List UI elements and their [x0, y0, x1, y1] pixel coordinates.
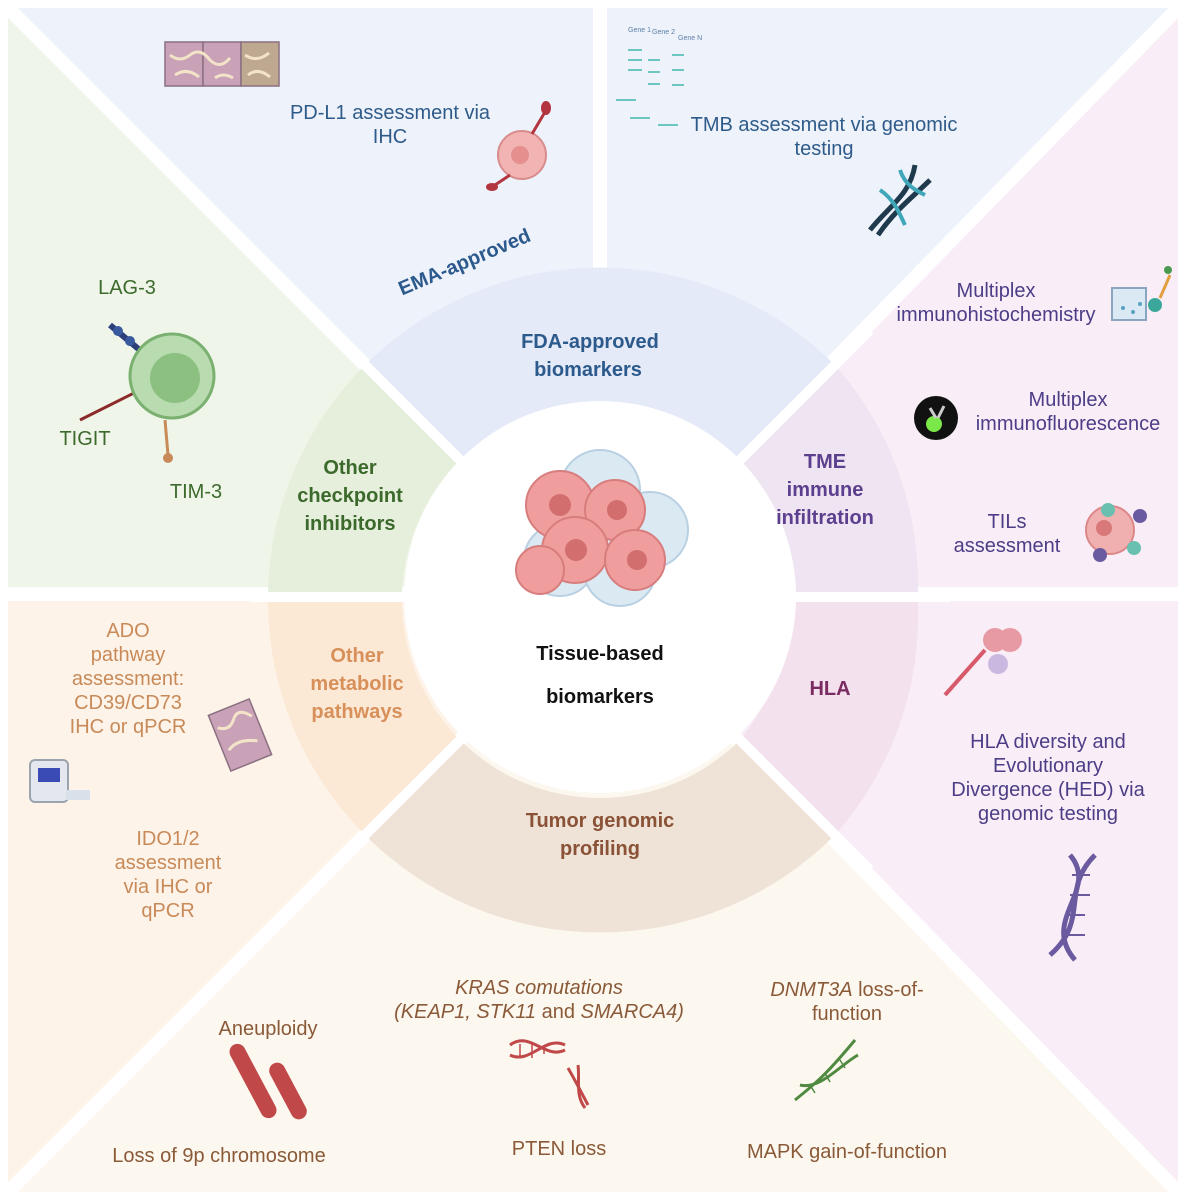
tils-label: TILs assessment: [954, 511, 1061, 557]
ido-line3: via IHC or: [124, 876, 213, 898]
lag3-label: LAG-3: [98, 277, 156, 299]
ring-segment-fda: [365, 267, 835, 460]
hla-molecule-icon: [943, 628, 1022, 697]
inner-ring: [250, 267, 950, 933]
kras-line2: (KEAP1, STK11 and SMARCA4): [394, 1001, 684, 1023]
tils-cells-icon: [1085, 503, 1147, 562]
multiplex-if-label: Multiplex immunofluorescence: [976, 389, 1161, 435]
kras-stk11: STK11: [476, 1001, 536, 1023]
ido-line4: qPCR: [141, 900, 194, 922]
ido-line2: assessment: [115, 852, 222, 874]
ring-label-fda: FDA-approved biomarkers: [521, 331, 659, 381]
mihc-line2: immunohistochemistry: [897, 304, 1096, 326]
hla-div-line4: genomic testing: [978, 803, 1118, 825]
tigit-label: TIGIT: [59, 428, 110, 450]
loss-9p-label: Loss of 9p chromosome: [112, 1145, 325, 1167]
mapk-label: MAPK gain-of-function: [747, 1141, 947, 1163]
fda-line2: biomarkers: [534, 359, 642, 381]
dna-icon-hla: [1048, 853, 1097, 962]
metabolic-line3: pathways: [311, 701, 402, 723]
center-title-line2: biomarkers: [546, 686, 654, 708]
pten-label: PTEN loss: [512, 1138, 606, 1160]
chromosome-icon: [229, 1043, 307, 1120]
kras-smarca4: SMARCA4): [581, 1001, 684, 1023]
ado-line4: CD39/CD73: [74, 692, 182, 714]
ado-line1: ADO: [106, 620, 149, 642]
gene-label-n: Gene N: [678, 35, 702, 42]
mif-line1: Multiplex: [1029, 389, 1108, 411]
fda-line1: FDA-approved: [521, 331, 659, 353]
dna-icon-tmb: [868, 164, 932, 237]
genomic-line1: Tumor genomic: [526, 810, 675, 832]
ring-label-metabolic: Other metabolic pathways: [310, 645, 403, 723]
tmb-line1: TMB assessment via genomic: [691, 114, 958, 136]
ado-line3: assessment:: [72, 668, 184, 690]
tme-line1: TME: [804, 451, 846, 473]
t-cell-icon: [79, 322, 216, 463]
hla-div-line3: Divergence (HED) via: [951, 779, 1145, 801]
ring-label-hla: HLA: [809, 678, 850, 700]
tumor-cell-pdl1-icon: [486, 101, 551, 191]
staining-bath-icon: [1111, 266, 1172, 321]
ihc-slide-icon: [207, 697, 273, 773]
kras-and: and: [536, 1001, 580, 1023]
dnmt3a-gene: DNMT3A: [770, 979, 852, 1001]
metabolic-line2: metabolic: [310, 673, 403, 695]
ring-segment-checkpoint: [268, 365, 460, 592]
ring-label-checkpoint: Other checkpoint inhibitors: [297, 457, 403, 535]
tim3-label: TIM-3: [170, 481, 222, 503]
ring-label-tme: TME immune infiltration: [776, 451, 874, 529]
checkpoint-line2: checkpoint: [297, 485, 403, 507]
pdl1-line1: PD-L1 assessment via: [290, 102, 491, 124]
ado-line2: pathway: [91, 644, 166, 666]
mihc-line1: Multiplex: [957, 280, 1036, 302]
gene-label-2: Gene 2: [652, 29, 675, 36]
aneuploidy-label: Aneuploidy: [219, 1018, 318, 1040]
kras-line1: KRAS comutations: [455, 977, 623, 999]
dnmt3a-line2: function: [812, 1003, 882, 1025]
tmb-line2: testing: [795, 138, 854, 160]
pdl1-line2: IHC: [373, 126, 407, 148]
metabolic-line1: Other: [330, 645, 384, 667]
hla-diversity-label: HLA diversity and Evolutionary Divergenc…: [951, 731, 1145, 825]
gene-label-1: Gene 1: [628, 27, 651, 34]
genomic-line2: profiling: [560, 838, 640, 860]
qpcr-machine-icon: [29, 759, 90, 803]
ido-label: IDO1/2 assessment via IHC or qPCR: [115, 828, 222, 922]
dnmt3a-line1: DNMT3A loss-of-: [770, 979, 923, 1001]
gene-sequencing-icon: Gene 1 Gene 2 Gene N: [616, 27, 702, 126]
kras-open: (KEAP1,: [394, 1001, 476, 1023]
tme-line2: immune: [787, 479, 864, 501]
ado-line5: IHC or qPCR: [70, 716, 187, 738]
pdl1-label: PD-L1 assessment via IHC: [290, 102, 491, 148]
ring-label-genomic: Tumor genomic profiling: [526, 810, 675, 860]
ado-label: ADO pathway assessment: CD39/CD73 IHC or…: [70, 620, 187, 738]
tils-line2: assessment: [954, 535, 1061, 557]
tmb-label: TMB assessment via genomic testing: [691, 114, 958, 160]
multiplex-ihc-label: Multiplex immunohistochemistry: [897, 280, 1096, 326]
ring-segment-genomic: [365, 740, 835, 933]
tumor-cells-icon: [515, 449, 689, 607]
center-title: Tissue-based biomarkers: [536, 643, 663, 708]
broken-dna-icon: [509, 1039, 590, 1109]
ido-line1: IDO1/2: [136, 828, 199, 850]
hla-div-line2: Evolutionary: [993, 755, 1103, 777]
ihc-slides-icon: [164, 41, 280, 87]
green-dna-icon: [794, 1039, 859, 1102]
center-title-line1: Tissue-based: [536, 643, 663, 665]
dnmt3a-rest: loss-of-: [853, 979, 924, 1001]
tme-line3: infiltration: [776, 507, 874, 529]
checkpoint-line1: Other: [323, 457, 377, 479]
tils-line1: TILs: [988, 511, 1027, 533]
mif-line2: immunofluorescence: [976, 413, 1161, 435]
ring-segment-metabolic: [268, 602, 460, 835]
immunofluorescence-icon: [914, 396, 958, 440]
checkpoint-line3: inhibitors: [304, 513, 395, 535]
hla-div-line1: HLA diversity and: [970, 731, 1126, 753]
